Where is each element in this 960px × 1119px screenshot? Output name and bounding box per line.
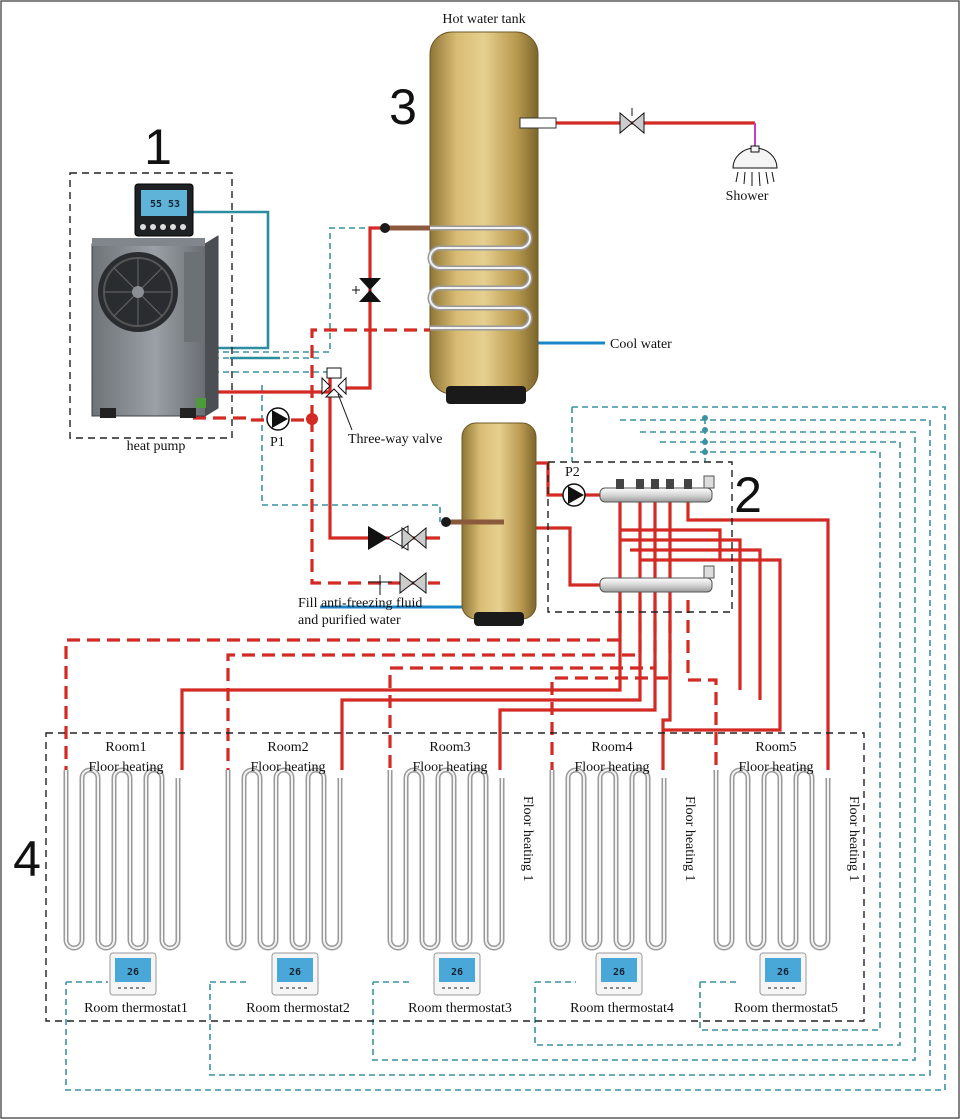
room-name-label: Room2: [267, 740, 308, 755]
room-name-label: Room1: [105, 740, 146, 755]
pump-p1-label: P1: [270, 435, 285, 450]
room-name-label: Room5: [755, 740, 796, 755]
thermostat-display: 26: [289, 967, 301, 978]
room-thermostat-label: Room thermostat2: [246, 1001, 350, 1016]
floor-heating-coil: [715, 769, 829, 949]
floor-heating-coil: [551, 769, 665, 949]
fill-valve-icon: [368, 571, 427, 595]
buffer-tank: [441, 422, 537, 626]
controller-wires: [193, 210, 280, 360]
floor-heating-coil: [227, 769, 341, 949]
shower-label: Shower: [726, 189, 769, 204]
controller-display-left: 55: [150, 199, 162, 210]
thermostat-display: 26: [613, 967, 625, 978]
rooms-boundary: [45, 732, 865, 1022]
hot-water-tank-label: Hot water tank: [442, 12, 525, 27]
return-manifold: [599, 565, 715, 593]
pump-p2-label: P2: [565, 465, 580, 480]
three-way-valve-label: Three-way valve: [348, 432, 442, 447]
floor-heating-label: Floor heating: [88, 760, 163, 775]
room-thermostat-icon: 26: [759, 952, 807, 996]
room-thermostat-label: Room thermostat1: [84, 1001, 188, 1016]
thermostat-display: 26: [451, 967, 463, 978]
cool-water-label: Cool water: [610, 337, 672, 352]
controller-display-right: 53: [168, 199, 180, 210]
floor-heating-coil: [65, 769, 179, 949]
manifold-boundary: [547, 461, 733, 613]
floor-heating-label: Floor heating: [738, 760, 813, 775]
shower-head-icon: [732, 145, 778, 187]
room-thermostat-label: Room thermostat5: [734, 1001, 838, 1016]
room-name-label: Room3: [429, 740, 470, 755]
fan-icon: [103, 257, 173, 327]
floor-heating-coil: [389, 769, 503, 949]
room-thermostat-label: Room thermostat4: [570, 1001, 674, 1016]
hot-water-tank: [380, 31, 557, 404]
room-thermostat-icon: 26: [109, 952, 157, 996]
thermostat-display: 26: [127, 967, 139, 978]
control-signal-wires: [65, 227, 946, 1091]
floor-heating-label: Floor heating: [412, 760, 487, 775]
section-number-2: 2: [734, 467, 762, 523]
shower-valve-icon: [619, 108, 645, 135]
heat-pump-controller: 55 53: [134, 183, 194, 237]
room-name-label: Room4: [591, 740, 632, 755]
heat-pump-label: heat pump: [127, 439, 186, 454]
junction-point: [306, 413, 318, 425]
floor-heating-label: Floor heating: [250, 760, 325, 775]
check-valve-icon: [352, 278, 381, 302]
floor-heating-side-label: Floor heating 1: [520, 796, 535, 882]
room-thermostat-icon: 26: [271, 952, 319, 996]
floor-heating-side-label: Floor heating 1: [846, 796, 861, 882]
fill-label-line2: and purified water: [298, 613, 401, 628]
pump-p1-icon: [266, 407, 290, 431]
section-number-4: 4: [13, 831, 41, 887]
room-thermostat-label: Room thermostat3: [408, 1001, 512, 1016]
floor-heating-side-label: Floor heating 1: [682, 796, 697, 882]
thermostat-display: 26: [777, 967, 789, 978]
heat-pump-boundary: [69, 172, 233, 439]
section-number-3: 3: [389, 79, 417, 135]
fill-label-line1: Fill anti-freezing fluid: [298, 596, 422, 611]
supply-manifold: [599, 475, 715, 503]
ball-valve-icon: [368, 525, 427, 551]
room-thermostat-icon: 26: [433, 952, 481, 996]
section-number-1: 1: [144, 119, 172, 175]
heat-pump-unit: [91, 235, 219, 418]
room-thermostat-icon: 26: [595, 952, 643, 996]
pump-p2-icon: [562, 483, 586, 507]
floor-heating-label: Floor heating: [574, 760, 649, 775]
